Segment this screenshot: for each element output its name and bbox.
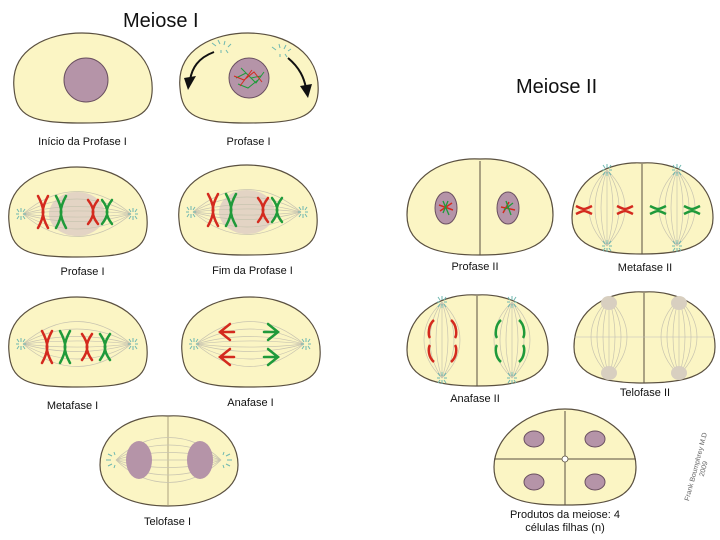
- chromatid: [427, 344, 435, 363]
- chromosome: [206, 192, 220, 228]
- stage-label-prophase-two: Profase II: [451, 261, 499, 273]
- spindle: [22, 191, 132, 237]
- chromosome: [58, 329, 72, 365]
- chromosome: [224, 192, 238, 228]
- chromatid: [217, 322, 236, 342]
- spindle: [493, 301, 531, 379]
- stage-label-meiosis-products: Produtos da meiose: 4 células filhas (n): [495, 509, 635, 535]
- meiosis-one-title: Meiose I: [123, 10, 199, 32]
- spindle: [22, 321, 132, 367]
- centrosome-icon: [672, 164, 682, 176]
- stage-label-prophase-one-b: Profase I: [60, 266, 105, 278]
- chromosome: [100, 198, 114, 226]
- stage-label-anaphase-two: Anafase II: [450, 393, 500, 405]
- cytoplasm: [181, 296, 321, 388]
- stage-label-metaphase-two: Metafase II: [617, 262, 673, 274]
- cell-prophase-two: [406, 158, 554, 256]
- spindle: [195, 321, 305, 367]
- chromosome: [98, 332, 112, 362]
- stage-label-metaphase-one: Metafase I: [46, 400, 99, 412]
- cell-metaphase-two: [571, 162, 714, 255]
- chromosome: [649, 204, 667, 216]
- chromatid: [262, 347, 281, 367]
- centrosome-icon: [602, 164, 612, 176]
- cell-telophase-two: [573, 291, 716, 384]
- cytoplasm: [8, 296, 148, 388]
- chromatid: [494, 344, 502, 363]
- nucleus: [63, 57, 109, 103]
- chromatid: [450, 319, 458, 339]
- nucleus: [601, 366, 617, 380]
- chromosome: [86, 198, 100, 226]
- cell-anaphase-two: [406, 294, 549, 387]
- stage-label-early-prophase-one: Início da Profase I: [38, 136, 127, 148]
- nucleus: [671, 366, 687, 380]
- chromosome: [575, 204, 593, 216]
- centrosome-icon: [507, 296, 517, 308]
- chromosome: [54, 194, 68, 230]
- stage-label-telophase-two: Telofase II: [619, 387, 671, 399]
- chromosome: [270, 196, 284, 224]
- cell-prophase-one-a: [179, 32, 319, 124]
- nucleus: [601, 296, 617, 310]
- products-line-1: Produtos da meiose: 4: [509, 509, 621, 521]
- centrosome-icon: [186, 206, 196, 218]
- spindle: [192, 189, 302, 235]
- centrosome-icon: [301, 338, 311, 350]
- chromatid: [450, 344, 458, 363]
- centrosome-icon: [128, 338, 138, 350]
- author-credit: Frank Boumphrey M.D 2009: [684, 432, 718, 504]
- meiosis-two-title: Meiose II: [516, 76, 598, 98]
- chromosome: [40, 329, 54, 365]
- stage-label-late-prophase-one: Fim da Profase I: [212, 265, 293, 277]
- centrosome-icon: [507, 372, 517, 384]
- chromatid: [217, 347, 236, 367]
- chromatid: [518, 344, 526, 363]
- centrosome-icon: [298, 206, 308, 218]
- cell-prophase-one-b: [8, 166, 148, 258]
- cell-late-prophase-one: [178, 164, 318, 256]
- stage-label-anaphase-one: Anafase I: [227, 397, 274, 409]
- nucleus: [228, 57, 270, 99]
- cell-anaphase-one: [181, 296, 321, 388]
- centrosome-icon: [16, 338, 26, 350]
- centrosome-icon: [189, 338, 199, 350]
- centrosome-icon: [271, 43, 292, 58]
- centrosome-icon: [211, 39, 232, 54]
- nucleus: [671, 296, 687, 310]
- chromatid: [494, 319, 502, 339]
- cell-telophase-one: [99, 415, 239, 507]
- centrosome-icon: [437, 372, 447, 384]
- centrosome-icon: [672, 240, 682, 252]
- chromosome: [683, 204, 701, 216]
- chromatid: [518, 319, 526, 339]
- chromosome: [616, 204, 634, 216]
- chromatid: [262, 322, 281, 342]
- products-line-2: células filhas (n): [525, 522, 605, 534]
- chromosome: [256, 196, 270, 224]
- spindle: [423, 301, 461, 379]
- chromatid: [427, 319, 435, 339]
- chromosome: [80, 332, 94, 362]
- stage-label-prophase-one-a: Profase I: [226, 136, 271, 148]
- centrosome-icon: [16, 208, 26, 220]
- cell-meiosis-products: [493, 408, 637, 506]
- stage-label-telophase-one: Telofase I: [143, 516, 192, 528]
- chromosome: [36, 194, 50, 230]
- cell-early-prophase-one: [13, 32, 153, 124]
- centrosome-icon: [437, 296, 447, 308]
- centrosome-icon: [602, 240, 612, 252]
- cell-metaphase-one: [8, 296, 148, 388]
- centrosome-icon: [128, 208, 138, 220]
